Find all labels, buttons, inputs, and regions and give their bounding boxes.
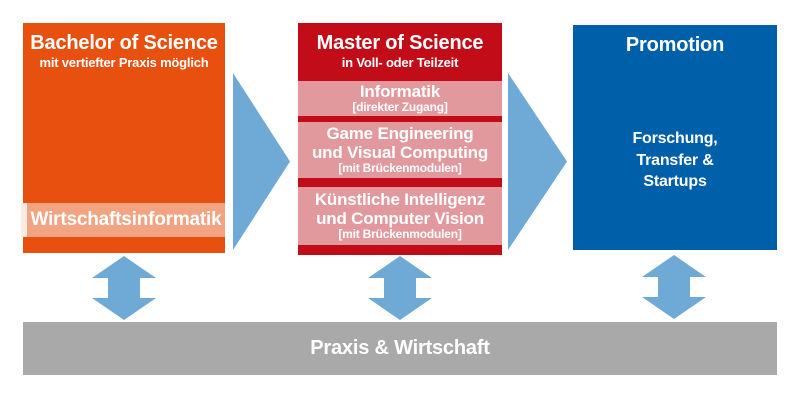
exchange-arrow-bachelor-praxis-icon	[92, 256, 156, 320]
bachelor-title: Bachelor of Science	[30, 32, 218, 54]
praxis-wirtschaft-bar: Praxis & Wirtschaft	[23, 322, 777, 375]
track-note: [direkter Zugang]	[352, 100, 448, 115]
master-box: Master of Science in Voll- oder Teilzeit…	[298, 23, 502, 255]
track-label: Game Engineering	[326, 124, 474, 144]
master-title: Master of Science	[316, 32, 484, 54]
flow-arrow-bachelor-to-master-icon	[233, 73, 290, 250]
master-track-kuenstliche-intelligenz: Künstliche Intelligenz und Computer Visi…	[298, 187, 502, 245]
promotion-box: Promotion Forschung, Transfer & Startups	[573, 25, 777, 250]
master-track-informatik: Informatik [direkter Zugang]	[298, 81, 502, 116]
track-note: [mit Brückenmodulen]	[338, 227, 462, 242]
promotion-body: Forschung, Transfer & Startups	[573, 128, 777, 193]
bachelor-subtitle: mit vertiefter Praxis möglich	[39, 55, 209, 70]
promotion-body-line: Transfer &	[636, 151, 714, 169]
track-label: Informatik	[359, 82, 441, 102]
praxis-wirtschaft-label: Praxis & Wirtschaft	[310, 337, 490, 359]
promotion-body-line: Forschung,	[632, 130, 718, 147]
exchange-arrow-promotion-praxis-icon	[642, 255, 706, 319]
track-label: Künstliche Intelligenz	[314, 190, 486, 210]
track-note: [mit Brückenmodulen]	[338, 161, 462, 176]
bachelor-band-wirtschaftsinformatik: Wirtschaftsinformatik	[21, 203, 225, 237]
track-label: und Visual Computing	[311, 143, 489, 163]
track-label: und Computer Vision	[316, 209, 484, 229]
exchange-arrow-master-praxis-icon	[368, 256, 432, 320]
master-subtitle: in Voll- oder Teilzeit	[341, 55, 459, 70]
bachelor-band-label: Wirtschaftsinformatik	[30, 209, 222, 230]
promotion-title: Promotion	[625, 34, 725, 56]
promotion-body-line: Startups	[643, 173, 707, 191]
master-track-game-engineering: Game Engineering und Visual Computing [m…	[298, 122, 502, 178]
flow-arrow-master-to-promotion-icon	[508, 73, 567, 250]
bachelor-box: Bachelor of Science mit vertiefter Praxi…	[21, 23, 225, 253]
